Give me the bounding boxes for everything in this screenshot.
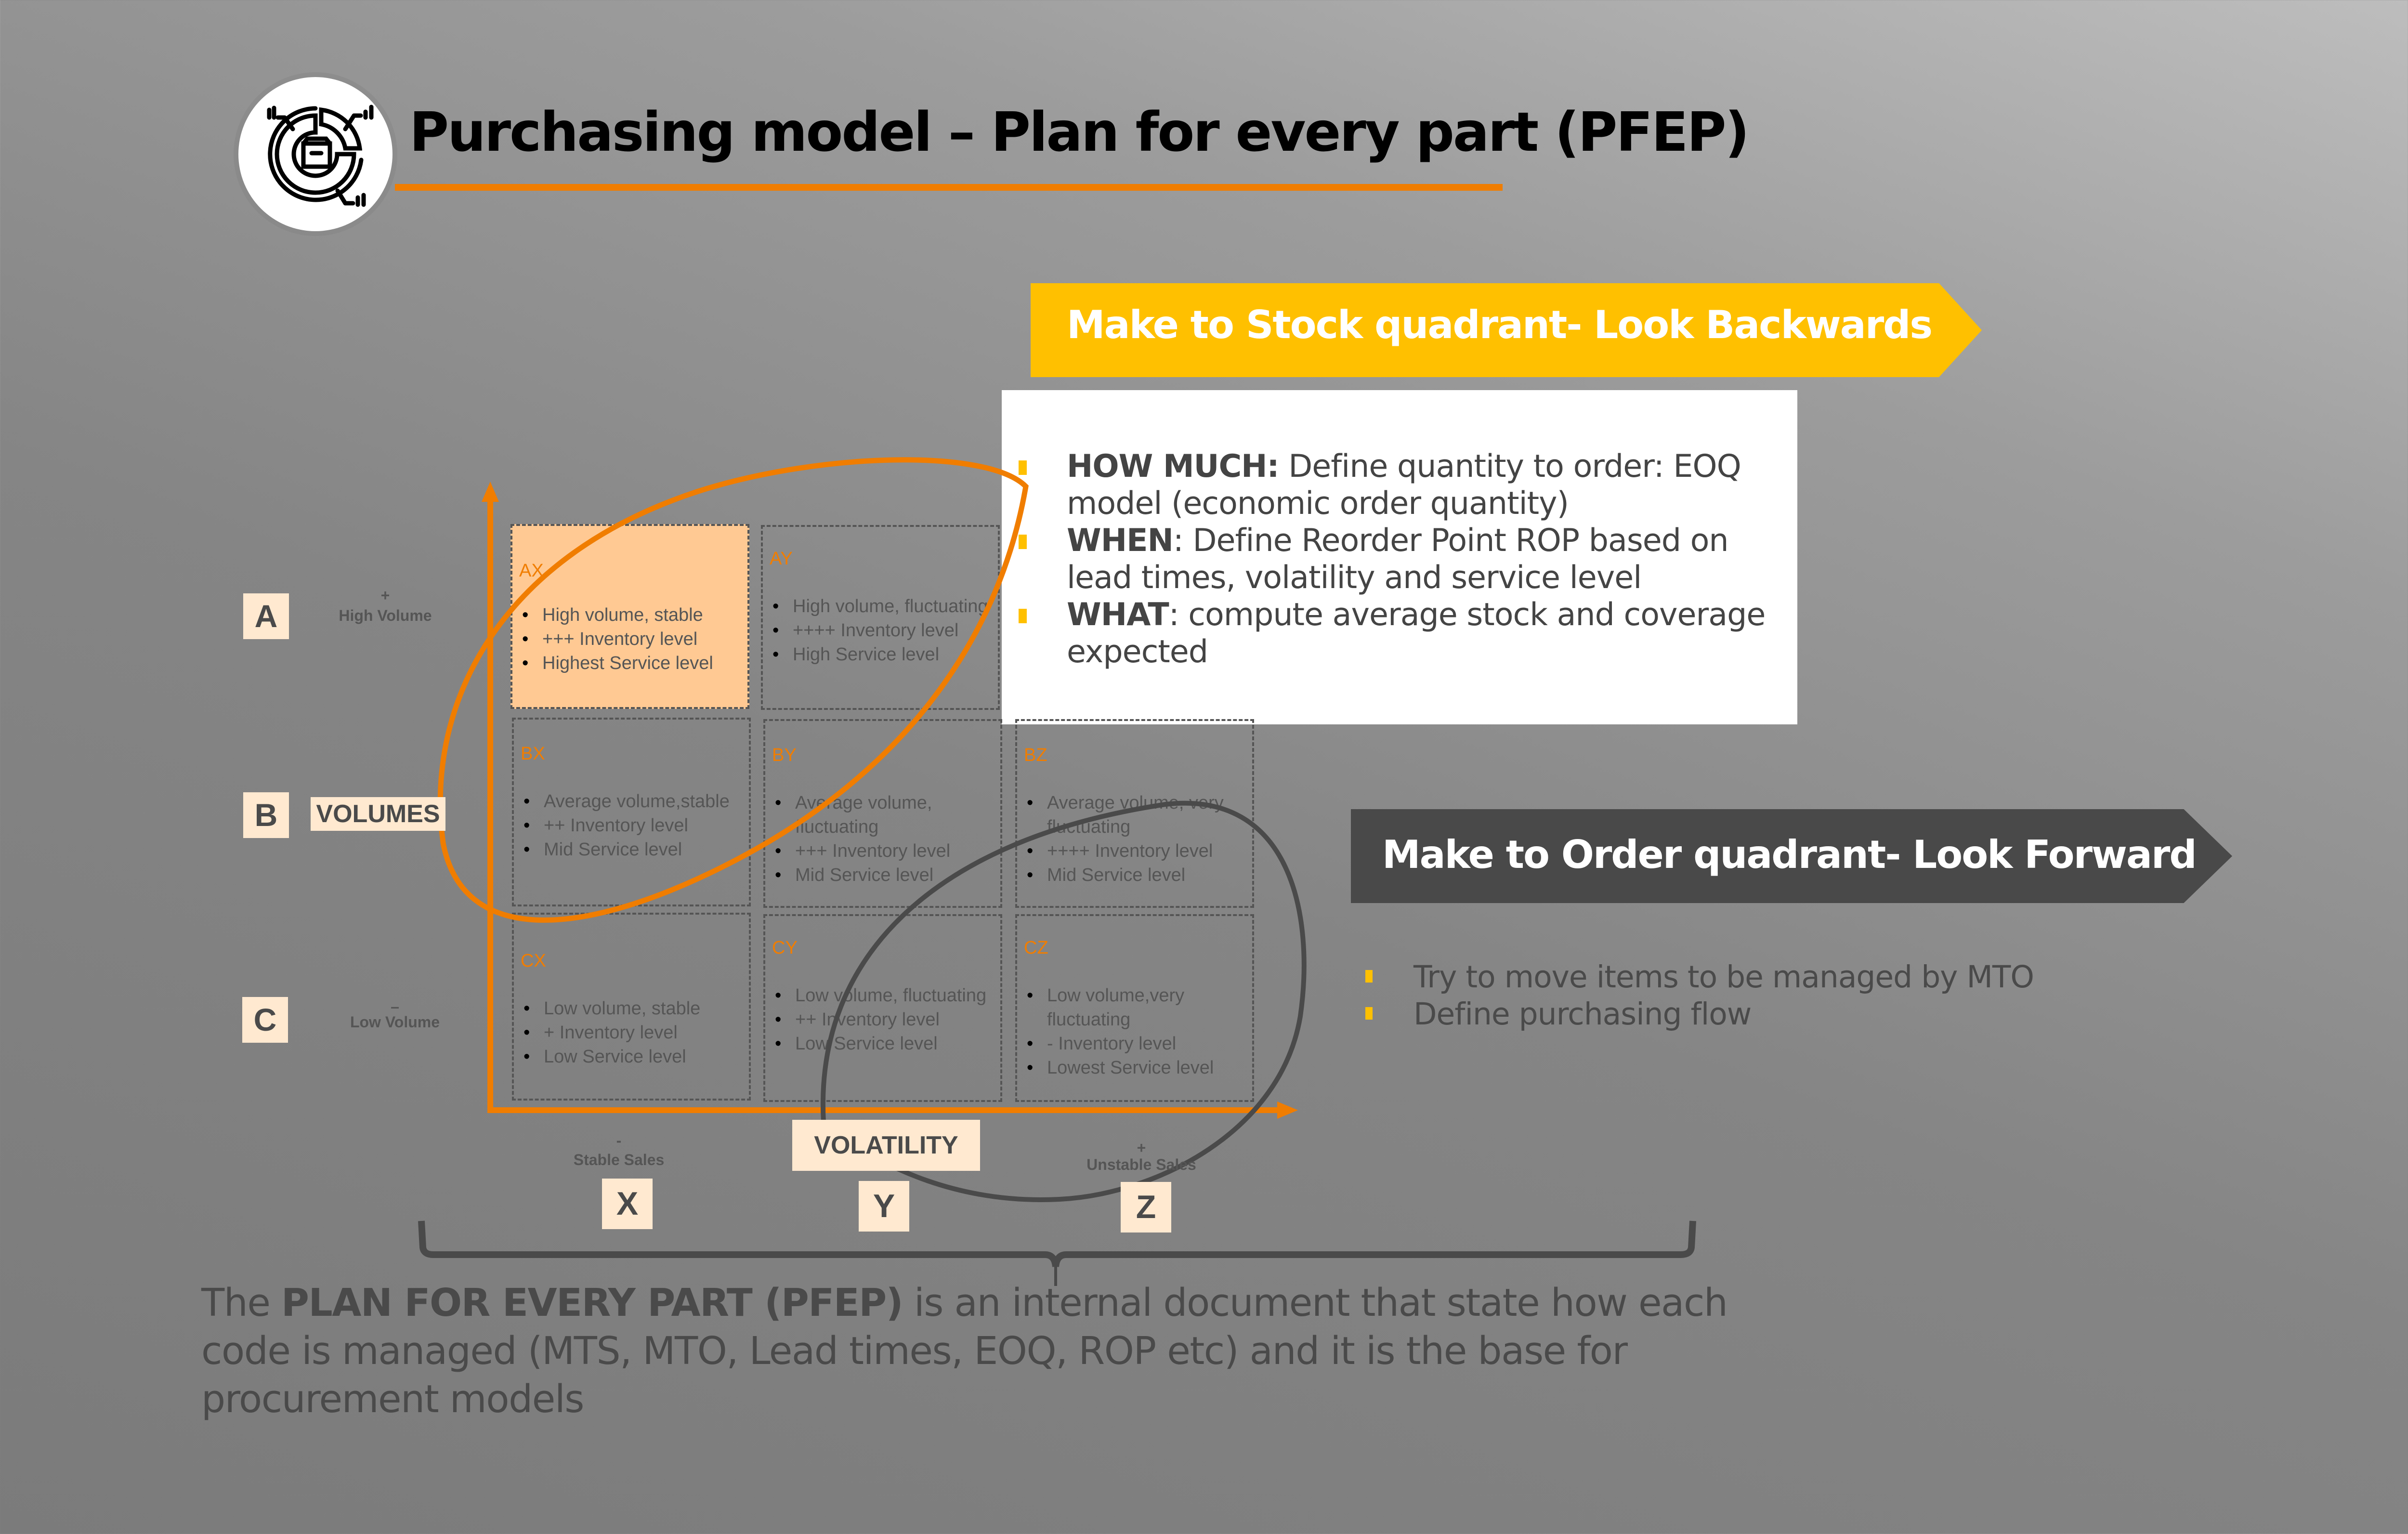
- mts-item-text: Define quantity to order: EOQ model (eco…: [1067, 448, 1741, 522]
- inventory-chart-icon: [267, 105, 374, 207]
- logo-badge: [238, 77, 393, 231]
- bullet-square-icon: [1019, 460, 1027, 475]
- high-volume-label: High Volume: [339, 607, 432, 624]
- y-axis-arrow: [482, 482, 499, 1110]
- cell-code: CX: [521, 951, 546, 971]
- cell-bullets: Average volume, fluctuating +++ Inventor…: [772, 791, 995, 887]
- cell-bullet: ++ Inventory level: [521, 813, 744, 838]
- bullet-square-icon: [1019, 535, 1027, 549]
- x-axis-arrow: [487, 1101, 1298, 1119]
- cell-bullet: Low Service level: [772, 1032, 995, 1056]
- bullet-square-icon: [1365, 1007, 1373, 1020]
- title-underline: [395, 184, 1503, 191]
- cell-bullet: Low volume,very fluctuating: [1024, 983, 1247, 1032]
- cell-bullet: ++++ Inventory level: [1024, 839, 1247, 863]
- cell-bz: BZ Average volume, very fluctuating ++++…: [1015, 719, 1254, 908]
- cell-bullets: Low volume, fluctuating ++ Inventory lev…: [772, 983, 995, 1056]
- cell-bullet: Highest Service level: [519, 651, 743, 675]
- mts-item-how-much: HOW MUCH: Define quantity to order: EOQ …: [1019, 448, 1784, 522]
- cell-bullets: High volume, stable +++ Inventory level …: [519, 603, 743, 675]
- mts-item-what: WHAT: compute average stock and coverage…: [1019, 596, 1784, 670]
- cell-code: CY: [772, 938, 798, 958]
- cell-bullet: Lowest Service level: [1024, 1056, 1247, 1080]
- cell-bullet: High Service level: [770, 642, 993, 667]
- bullet-square-icon: [1365, 970, 1373, 983]
- cell-bx: BX Average volume,stable ++ Inventory le…: [512, 718, 751, 906]
- col-label-z: Z: [1121, 1182, 1171, 1232]
- cell-bullet: Average volume, fluctuating: [772, 791, 995, 839]
- cell-bullets: Average volume,stable ++ Inventory level…: [521, 789, 744, 862]
- page-title: Purchasing model – Plan for every part (…: [409, 101, 1750, 164]
- cell-bullet: High volume, stable: [519, 603, 743, 627]
- pfep-description: The PLAN FOR EVERY PART (PFEP) is an int…: [201, 1279, 1791, 1423]
- mts-item-key: WHEN: [1067, 523, 1174, 559]
- cell-by: BY Average volume, fluctuating +++ Inven…: [763, 719, 1002, 908]
- x-axis-title: VOLATILITY: [792, 1120, 980, 1171]
- row-label-b: B: [243, 792, 289, 838]
- mto-item: Try to move items to be managed by MTO: [1365, 958, 2184, 996]
- desc-rest: is an internal document that state how e…: [201, 1281, 1728, 1421]
- mts-list: HOW MUCH: Define quantity to order: EOQ …: [1019, 448, 1784, 670]
- cell-bullets: Low volume,very fluctuating - Inventory …: [1024, 983, 1247, 1080]
- mts-item-text: : Define Reorder Point ROP based on lead…: [1067, 523, 1729, 596]
- mto-item-text: Try to move items to be managed by MTO: [1413, 959, 2034, 995]
- unstable-sales-label: Unstable Sales: [1086, 1156, 1196, 1173]
- mts-item-key: HOW MUCH:: [1067, 448, 1280, 485]
- cell-bullets: High volume, fluctuating ++++ Inventory …: [770, 594, 993, 667]
- mto-banner: Make to Order quadrant- Look Forward: [1351, 809, 2232, 903]
- cell-bullet: +++ Inventory level: [772, 839, 995, 863]
- mto-list: Try to move items to be managed by MTO D…: [1365, 958, 2184, 1033]
- cell-bullet: Low volume, stable: [521, 996, 744, 1021]
- mts-item-text: : compute average stock and coverage exp…: [1067, 597, 1766, 670]
- cell-cx: CX Low volume, stable + Inventory level …: [512, 913, 751, 1101]
- cell-code: BY: [772, 745, 797, 765]
- cell-bullet: Low volume, fluctuating: [772, 983, 995, 1008]
- cell-bullet: ++ Inventory level: [772, 1008, 995, 1032]
- stable-sales-label: Stable Sales: [573, 1151, 665, 1168]
- cell-bullets: Average volume, very fluctuating ++++ In…: [1024, 791, 1247, 887]
- mto-item-text: Define purchasing flow: [1413, 996, 1752, 1032]
- mts-details-box: [1002, 390, 1797, 724]
- mto-banner-label: Make to Order quadrant- Look Forward: [1382, 832, 2197, 877]
- cell-bullet: - Inventory level: [1024, 1032, 1247, 1056]
- y-axis-title: VOLUMES: [311, 797, 445, 831]
- cell-bullet: ++++ Inventory level: [770, 618, 993, 642]
- stable-sales-sign: -: [616, 1132, 622, 1149]
- cell-cy: CY Low volume, fluctuating ++ Inventory …: [763, 914, 1002, 1102]
- cell-code: BX: [521, 744, 545, 764]
- desc-prefix: The: [201, 1281, 282, 1325]
- cell-code: AX: [519, 561, 544, 581]
- cell-code: BZ: [1024, 745, 1047, 765]
- cell-bullet: Average volume, very fluctuating: [1024, 791, 1247, 839]
- row-label-a: A: [243, 593, 289, 639]
- row-label-c: C: [242, 997, 288, 1043]
- high-volume-sign: +: [380, 587, 390, 604]
- cell-bullet: High volume, fluctuating: [770, 594, 993, 618]
- cell-bullet: Average volume,stable: [521, 789, 744, 813]
- cell-bullet: + Inventory level: [521, 1021, 744, 1045]
- cell-code: CZ: [1024, 938, 1048, 958]
- mts-item-key: WHAT: [1067, 597, 1169, 633]
- mts-item-when: WHEN: Define Reorder Point ROP based on …: [1019, 522, 1784, 596]
- cell-bullet: Mid Service level: [772, 863, 995, 887]
- mts-banner-label: Make to Stock quadrant- Look Backwards: [1067, 302, 1933, 347]
- unstable-sales-sign: +: [1137, 1139, 1146, 1156]
- cell-bullet: Low Service level: [521, 1045, 744, 1069]
- bullet-square-icon: [1019, 609, 1027, 623]
- desc-bold: PLAN FOR EVERY PART (PFEP): [281, 1281, 903, 1325]
- cell-bullet: Mid Service level: [1024, 863, 1247, 887]
- col-label-y: Y: [859, 1181, 909, 1232]
- cell-ay: AY High volume, fluctuating ++++ Invento…: [761, 525, 1000, 710]
- cell-cz: CZ Low volume,very fluctuating - Invento…: [1015, 914, 1254, 1102]
- cell-bullet: Mid Service level: [521, 838, 744, 862]
- col-label-x: X: [602, 1179, 653, 1229]
- cell-bullet: +++ Inventory level: [519, 627, 743, 651]
- cell-bullets: Low volume, stable + Inventory level Low…: [521, 996, 744, 1069]
- low-volume-label: Low Volume: [350, 1013, 440, 1031]
- cell-ax: AX High volume, stable +++ Inventory lev…: [510, 524, 749, 709]
- mto-item: Define purchasing flow: [1365, 996, 2184, 1033]
- mts-banner: Make to Stock quadrant- Look Backwards: [1031, 283, 1982, 377]
- low-volume-sign: –: [391, 998, 399, 1015]
- cell-code: AY: [770, 549, 793, 569]
